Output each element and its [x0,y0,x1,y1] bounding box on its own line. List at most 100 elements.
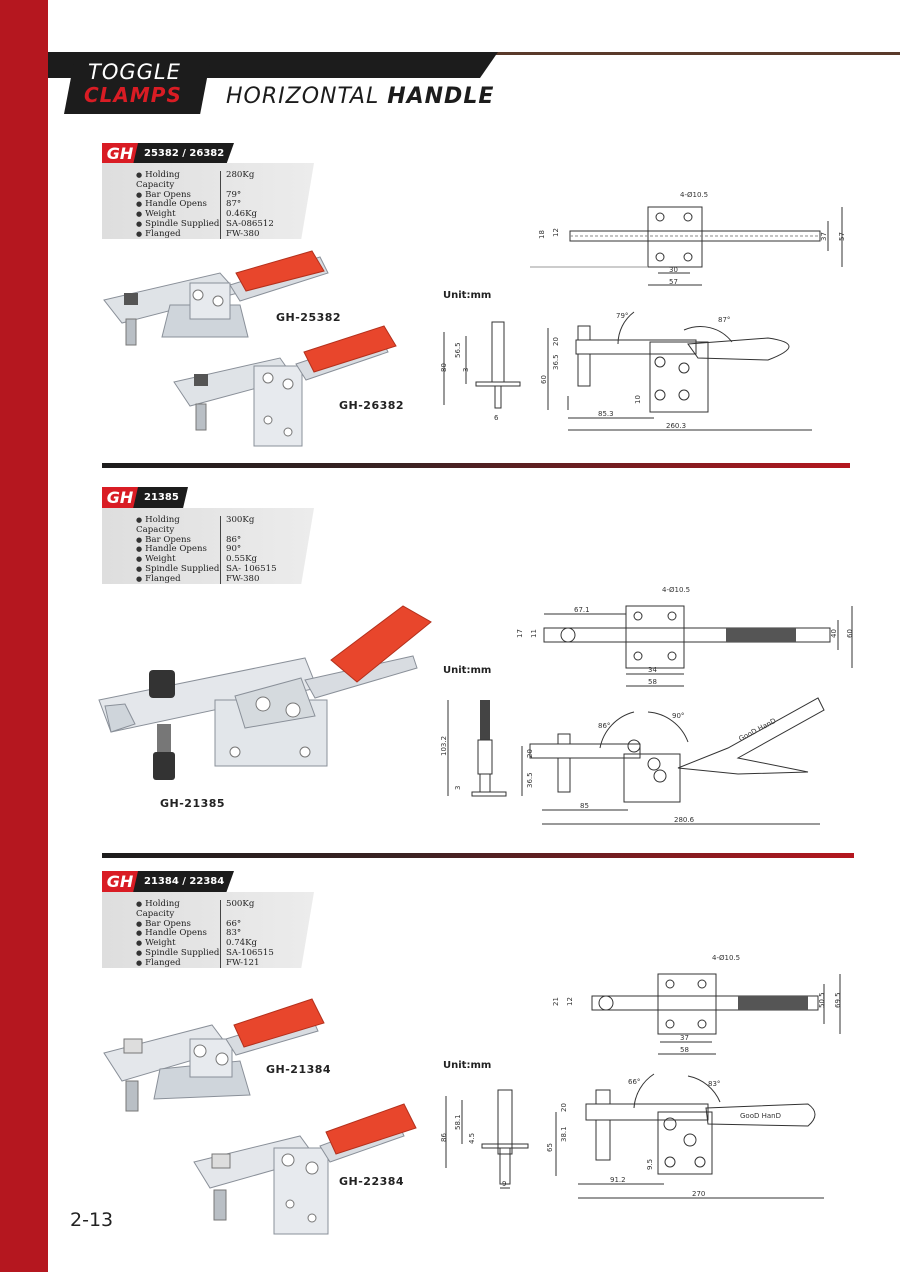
dim-text: 3 [462,368,470,372]
drawing-top-view-1: 4-Ø10.5 18 12 37 57 30 57 [530,191,846,286]
spec-value: 0.55Kg [226,554,258,565]
title-bold: HANDLE [387,84,495,109]
spec-label: Spindle Supplied [136,219,221,230]
dim-text: 18 [538,230,546,239]
dim-text: 103.2 [440,736,448,756]
photo-label-21384: GH-21384 [266,1063,332,1076]
dim-text: 280.6 [674,816,695,824]
dim-text: 270 [692,1190,705,1198]
logo-line2: CLAMPS [84,83,182,107]
dim-text: 3 [454,786,462,790]
spec-row: Flanged Washers FW-121 [136,957,274,968]
spec-row: Weight 0.55Kg [136,554,277,565]
dim-text: 60 [540,375,548,384]
dim-text: 12 [552,228,560,237]
spec-label: Spindle Supplied [136,564,221,575]
model-tag-3: GH 21384 / 22384 [102,871,234,893]
dim-text: 57 [838,232,846,241]
dim-text: 86 [440,1133,448,1142]
spec-label: Handle Opens [136,200,221,211]
dim-text: 38.1 [560,1126,568,1142]
model-number: 21385 [144,492,179,503]
dim-text: 79° [616,312,628,320]
spec-label: Flanged Washers [136,229,221,239]
dim-text: 34 [648,666,657,674]
dim-text: 87° [718,316,730,324]
dim-text: 4.5 [468,1133,476,1144]
clamp-illustration-21385 [98,605,432,780]
section-divider [102,463,850,468]
dim-text: 91.2 [610,1176,626,1184]
model-tag-2: GH 21385 [102,487,188,509]
dim-text: 58 [648,678,657,686]
dim-text: 58 [680,1046,689,1054]
clamp-illustration-22384 [193,1103,417,1235]
dim-text: 9.5 [646,1159,654,1170]
spec-label: Handle Opens [136,929,221,940]
spec-label: Flanged Washers [136,958,221,968]
spec-value: FW-380 [226,228,260,239]
dim-text: 85.3 [598,410,614,418]
dim-text: 80 [440,363,448,372]
dim-text: 66° [628,1078,640,1086]
spec-value: 0.74Kg [226,938,258,949]
spec-label: Bar Opens [136,535,221,546]
spec-label: Bar Opens [136,190,221,201]
drawing-side-view-1: 79° 87° 80 56.5 3 6 20 36.5 60 10 85.3 2… [440,311,812,431]
drawing-side-view-2: GooD HanD 86° 90° 103.2 3 20 36.5 85 280… [440,697,825,825]
dim-text: 17 [516,629,524,638]
drawing-top-view-2: 4-Ø10.5 67.1 17 11 34 58 40 60 [516,586,854,687]
drawing-side-view-3: GooD HanD 66° 83° 86 58.1 4.5 9 20 38.1 … [440,1073,824,1199]
dim-text: 20 [552,337,560,346]
spec-value: 87° [226,199,242,210]
spec-label: Weight [136,554,221,565]
dim-text: 69.5 [834,992,842,1008]
spec-label: Weight [136,209,221,220]
dim-text: 50.5 [818,992,826,1008]
dim-text: 20 [526,749,534,758]
spec-row: Spindle Supplied SA- 106515 [136,563,277,575]
spec-label: Holding Capacity [136,899,221,920]
dim-text: 40 [830,629,838,638]
spec-label: Holding Capacity [136,170,221,191]
handle-text: GooD HanD [740,1112,781,1120]
section-divider [102,853,854,858]
spec-label: Weight [136,938,221,949]
photo-label-22384: GH-22384 [339,1175,405,1188]
brand-badge: GH [102,871,138,893]
side-color-bar [0,0,48,1272]
dim-text: 83° [708,1080,720,1088]
spec-row: Flanged Washers FW-380 [136,228,274,239]
dim-text: 260.3 [666,422,686,430]
dim-text: 4-Ø10.5 [712,954,740,962]
page-number: 2-13 [70,1209,114,1231]
spec-value: 300Kg [226,515,255,525]
spec-value: SA- 106515 [226,563,277,574]
spec-value: FW-380 [226,573,260,584]
dim-text: 4-Ø10.5 [662,586,690,594]
unit-label: Unit:mm [443,1060,492,1071]
spec-value: 66° [226,918,242,929]
model-number: 21384 / 22384 [144,876,225,887]
dim-text: 11 [530,629,538,638]
dim-text: 65 [546,1143,554,1152]
dim-text: 56.5 [454,342,462,358]
spec-row: Weight 0.74Kg [136,938,274,949]
page-title: HORIZONTAL HANDLE [226,84,494,109]
spec-value: FW-121 [226,957,260,968]
clamp-illustration-26382 [173,325,397,447]
dim-text: 12 [566,997,574,1006]
dim-text: 20 [560,1103,568,1112]
logo-line1: TOGGLE [88,60,181,84]
dim-text: 36.5 [526,772,534,788]
spec-label: Handle Opens [136,545,221,556]
